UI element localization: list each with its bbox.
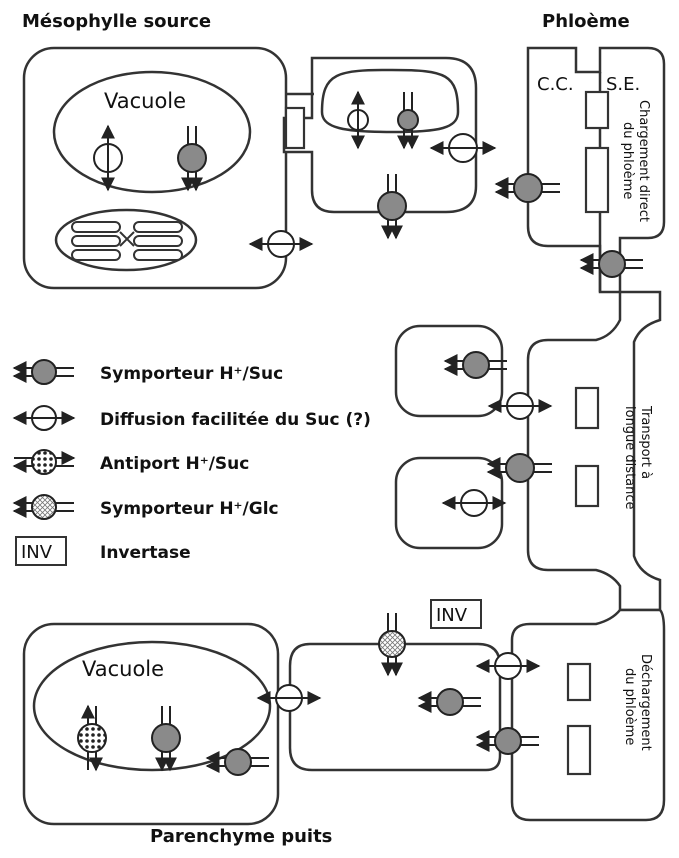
apoplast-diffusion [248,230,314,258]
sieve-element-middle [526,290,662,612]
sieve-plate-3 [574,386,600,430]
vacuole-top-label: Vacuole [104,89,186,113]
legend-item-facilitated-diffusion: Diffusion facilitée du Suc (?) [12,405,371,431]
middle-lower-diffusion [441,489,507,517]
sieve-plate-1 [584,90,610,130]
legend-item-antiport: Antiport H⁺/Suc [12,449,249,475]
legend-item-symporter-glc: Symporteur H⁺/Glc [12,494,279,520]
sieve-plate-4 [574,464,600,508]
legend-symbol-symporter-suc [12,359,74,385]
legend-symbol-facilitated-diffusion [12,405,76,431]
transport-label-1: Transport à [638,405,653,479]
transport-label-2: longue distance [622,406,637,510]
sink-cell-intermediate [288,642,502,772]
middle-symporter [486,453,552,483]
legend-inv-box: INV [15,536,67,566]
unloading-label-1: Déchargement [638,654,653,751]
svg-text:INV: INV [436,605,468,626]
sink-title: Parenchyme puits [150,826,332,847]
legend-inv-box-text: INV [21,542,53,563]
legend-symbol-symporter-glc [12,494,74,520]
unloading-symporter [475,727,539,755]
legend-symbol-antiport [12,449,76,475]
cc-label: C.C. [537,74,574,95]
sieve-plate-5 [566,662,592,702]
glc-symporter [378,613,406,677]
se-label: S.E. [606,74,640,95]
middle-upper-symporter [443,351,507,379]
se-symporter-top [579,250,643,278]
mesophyll-cell-small [282,56,478,214]
vacuole-bottom-symporter [151,706,181,772]
legend-label-symporter-suc: Symporteur H⁺/Suc [100,364,283,384]
legend-label-invertase: Invertase [100,543,191,563]
chloroplast [54,208,198,272]
unloading-diffusion [475,652,541,680]
sieve-plate-2 [584,146,610,214]
middle-diffusion [487,392,553,420]
legend-label-antiport: Antiport H⁺/Suc [100,454,249,474]
plasmodesma-pit [284,106,306,150]
sieve-plate-6 [566,724,592,776]
vacuole-diffusion-transporter [93,124,123,192]
legend-item-invertase: INV Invertase [15,536,191,566]
small-vacuole-diffusion [347,90,369,150]
intermediate-symporter [417,688,481,716]
unloading-label-2: du phloème [622,668,637,745]
invertase-box: INV [430,599,482,629]
transporters [77,90,643,776]
mesophyll-title: Mésophylle source [22,11,211,32]
mesophyll-membrane-symporter [377,174,407,240]
small-vacuole-symporter [397,92,419,150]
phloem-loading-symporter [494,173,560,203]
sink-entry-symporter [205,748,269,776]
legend-label-facilitated-diffusion: Diffusion facilitée du Suc (?) [100,410,371,430]
mesophyll-efflux-diffusion [429,133,497,163]
vacuole-antiport [77,704,107,772]
vacuole-symporter-transporter [177,126,207,192]
legend-item-symporter-suc: Symporteur H⁺/Suc [12,359,283,385]
intermediate-diffusion [256,684,322,712]
vacuole-bottom-label: Vacuole [82,657,164,681]
phloem-unloading [510,608,666,822]
loading-label-1: Chargement direct [636,100,651,222]
phloem-title: Phloème [542,11,630,32]
loading-label-2: du phloème [620,122,635,199]
legend-label-symporter-glc: Symporteur H⁺/Glc [100,499,279,519]
